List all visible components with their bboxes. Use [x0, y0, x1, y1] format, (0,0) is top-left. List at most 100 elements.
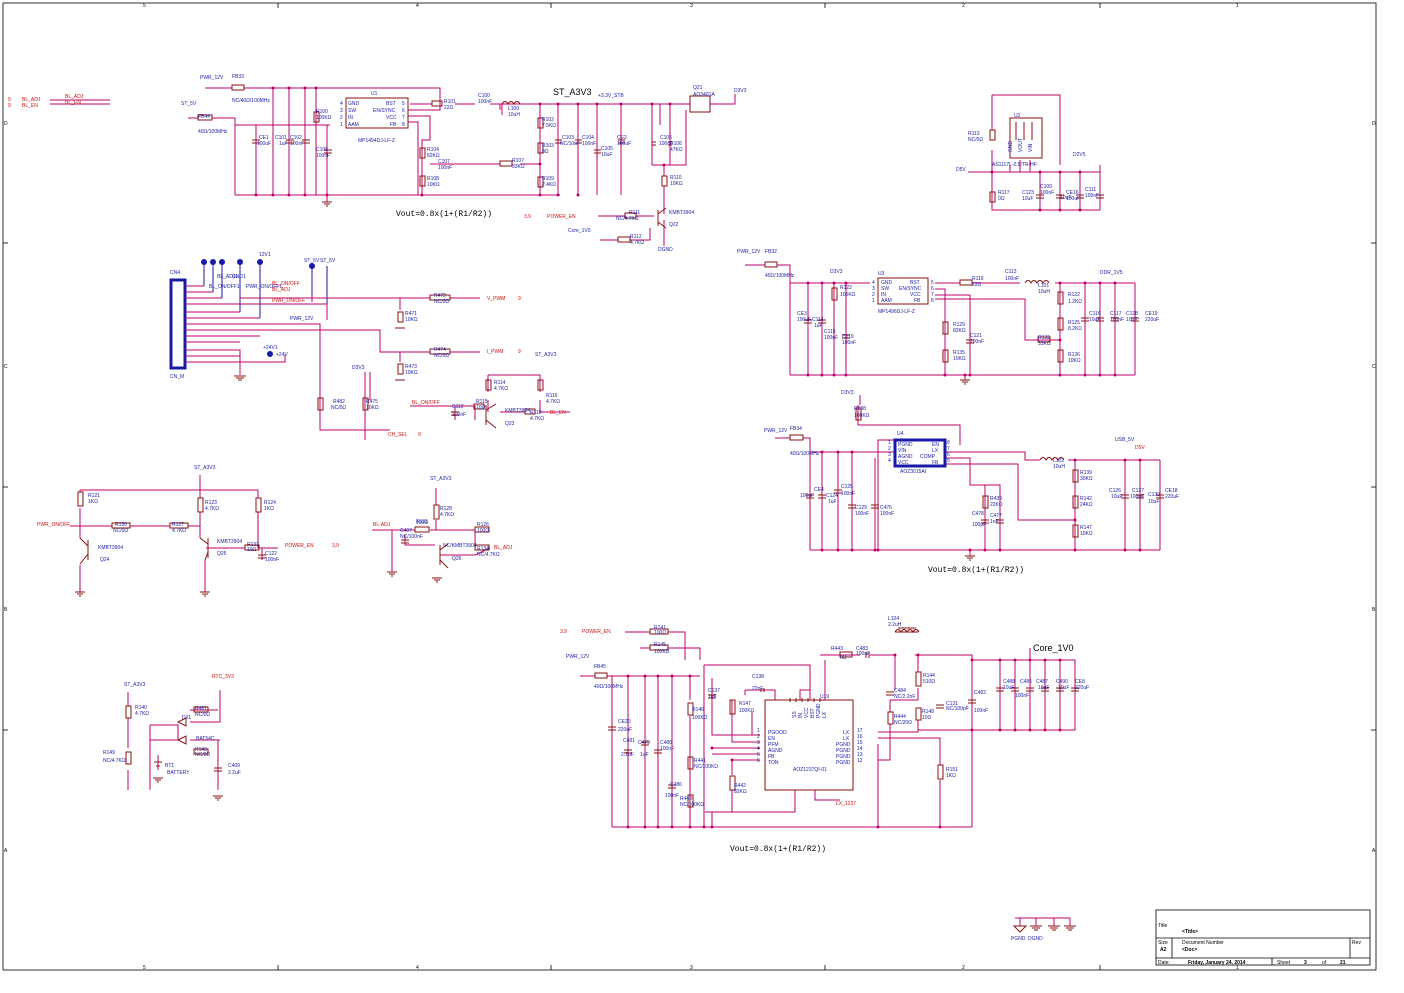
component-label: R139: [1080, 470, 1092, 476]
component-label: 82KΩ: [953, 328, 966, 334]
component-label: R134: [477, 546, 489, 552]
row-label: B: [1372, 607, 1376, 613]
component-label: 10uH: [1038, 289, 1050, 295]
vout-formula: Vout=0.8x(1+(R1/R2)): [730, 845, 826, 854]
component-label: 0Ω: [542, 149, 549, 155]
component-label: L101: [1038, 283, 1049, 289]
component-label: R135: [953, 350, 965, 356]
rev-label: Rev: [1352, 940, 1361, 946]
component-label: R147: [739, 701, 751, 707]
drawing-frame: [2, 2, 1377, 971]
component-label: NC/20Ω: [894, 720, 912, 726]
component-label: 100nF: [841, 491, 855, 497]
component-label: FB45: [594, 664, 606, 670]
component-label: 100KΩ: [854, 413, 870, 419]
pin-name: GND: [348, 101, 360, 107]
col-label: 3: [690, 965, 693, 971]
net-label: BL_EN: [65, 100, 81, 106]
component-label: C480: [660, 740, 672, 746]
net-label: BL_ON/OFF: [412, 400, 440, 406]
pin-number: 3: [340, 108, 343, 114]
row-label: A: [1372, 848, 1376, 854]
component-label: 10KΩ: [1068, 358, 1081, 364]
pin-name: PGND: [836, 748, 851, 754]
component-label: CE16: [1066, 190, 1079, 196]
vout-formula: Vout=0.8x(1+(R1/R2)): [928, 566, 1024, 575]
pin-name: SW: [348, 108, 356, 114]
chip-ref: U4: [897, 431, 904, 437]
component-label: 1uF: [828, 499, 837, 505]
pin-name: PGND: [816, 703, 822, 718]
component-label: C127: [1132, 488, 1144, 494]
component-label: 33KΩ: [512, 164, 525, 170]
component-label: 220uF: [1145, 317, 1159, 323]
component-label: NC/100KΩ: [694, 764, 718, 770]
component-label: 100nF: [1130, 494, 1144, 500]
component-label: 100KΩ: [739, 708, 755, 714]
component-label: 22KΩ: [990, 502, 1003, 508]
component-label: C128: [1126, 311, 1138, 317]
component-label: 22Ω: [972, 282, 982, 288]
net-label: POWER_EN: [582, 629, 611, 635]
component-label: 100nF: [856, 651, 870, 657]
block-q26: [372, 488, 491, 583]
net-label: BL_ADJ: [494, 545, 513, 551]
component-label: R122: [1068, 292, 1080, 298]
net-label: BL-ADJ: [373, 522, 391, 528]
pin-number: 4: [757, 746, 760, 752]
pin-number: 1: [757, 728, 760, 734]
component-label: CN_M: [170, 374, 184, 380]
component-label: C490: [1056, 679, 1068, 685]
component-label: CE18: [1165, 488, 1178, 494]
pin-number: 2: [757, 734, 760, 740]
component-label: NC/100pF: [946, 706, 969, 712]
ground-symbols: [1012, 917, 1076, 933]
component-label: D3V3: [841, 390, 854, 396]
pin-name: FB: [390, 122, 397, 128]
row-label: B: [4, 607, 8, 613]
component-label: 220uF: [1075, 685, 1089, 691]
component-label: 100nF: [660, 746, 674, 752]
component-label: 10Ω: [922, 715, 932, 721]
block-rtc: [125, 690, 223, 801]
component-label: C104: [582, 135, 594, 141]
col-label: 5: [143, 3, 146, 9]
component-label: 1.2KΩ: [1068, 299, 1082, 305]
component-label: 2.2uH: [888, 622, 902, 628]
component-label: 10KΩ: [670, 181, 683, 187]
component-label: AO3401A: [693, 92, 715, 98]
component-label: 4.7KΩ: [440, 512, 454, 518]
component-label: R127: [172, 522, 184, 528]
component-label: C116: [1089, 311, 1101, 317]
component-label: 10uF: [1089, 317, 1100, 323]
pin-name: VCC: [804, 707, 810, 718]
net-label: 3,9: [524, 214, 531, 220]
pin-number: 2: [340, 115, 343, 121]
component-label: R111: [629, 210, 640, 216]
component-label: C486: [670, 782, 682, 788]
component-label: R108: [427, 176, 439, 182]
component-label: 40Ω/100MHz: [198, 129, 228, 135]
net-heading-core-1v0: Core_1V0: [1033, 643, 1074, 653]
component-label: C125: [841, 484, 853, 490]
component-label: R114: [494, 380, 506, 386]
component-label: R122: [840, 285, 852, 291]
component-label: ST_A3V3: [124, 682, 146, 688]
pin-number: 1: [340, 122, 343, 128]
net-label: BL_ADJ: [22, 97, 41, 103]
pin-number: 4: [872, 280, 875, 286]
component-label: NC/100KΩ: [680, 802, 704, 808]
component-label: R101: [444, 99, 456, 105]
component-label: 10uF: [1126, 317, 1137, 323]
component-label: 100uF: [257, 141, 271, 147]
component-label: R104: [427, 147, 439, 153]
component-label: 47KΩ: [670, 147, 683, 153]
component-label: C126: [1109, 488, 1121, 494]
col-label: 5: [143, 965, 146, 971]
component-label: BAT54C: [196, 736, 215, 742]
component-label: CE19: [1145, 311, 1158, 317]
component-label: NC/100nF: [400, 534, 423, 540]
component-label: 10uH: [508, 112, 520, 118]
component-label: 220uF: [1165, 494, 1179, 500]
component-label: 4.7KΩ: [530, 416, 544, 422]
